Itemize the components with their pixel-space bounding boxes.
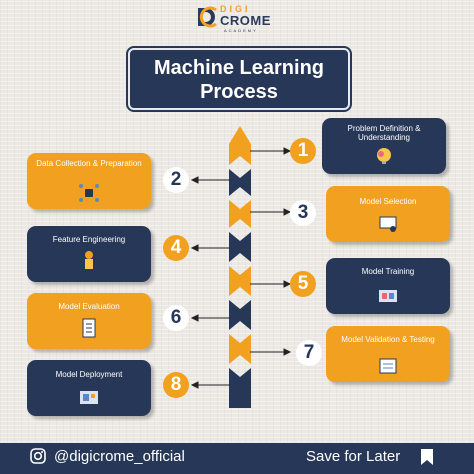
instagram-handle[interactable]: @digicrome_official (54, 448, 185, 465)
step-2-number: 2 (163, 167, 189, 193)
page-title: Machine Learning Process (128, 48, 350, 110)
step-4-card: Feature Engineering (27, 226, 151, 282)
checklist-icon (82, 318, 96, 338)
step-6-card: Model Evaluation (27, 293, 151, 349)
step-4-label: Feature Engineering (52, 235, 126, 244)
save-for-later-text[interactable]: Save for Later (306, 448, 401, 465)
bookmark-icon[interactable] (420, 448, 434, 466)
step-3-label: Model Selection (359, 197, 417, 206)
training-monitor-icon (379, 290, 397, 302)
logo-mark-icon (198, 6, 217, 28)
step-8-label: Model Deployment (55, 370, 123, 379)
step-1-card: Problem Definition & Understanding (322, 118, 446, 174)
deployment-icon (80, 391, 98, 404)
step-7-card: Model Validation & Testing (326, 326, 450, 382)
logo-top-text: DIGI (220, 4, 251, 14)
step-1-number: 1 (290, 138, 316, 164)
step-7-number: 7 (296, 340, 322, 366)
step-8-card: Model Deployment (27, 360, 151, 416)
step-4-number: 4 (163, 235, 189, 261)
logo-sub-text: ACADEMY (224, 28, 258, 33)
engineer-icon (85, 251, 93, 269)
step-3-number: 3 (290, 200, 316, 226)
step-3-card: Model Selection (326, 186, 450, 242)
step-5-number: 5 (290, 271, 316, 297)
step-5-label: Model Training (361, 267, 415, 276)
footer-bar (0, 443, 474, 474)
step-1-label: Problem Definition & Understanding (347, 124, 421, 142)
instagram-icon[interactable] (30, 448, 46, 464)
step-6-number: 6 (163, 305, 189, 331)
step-6-label: Model Evaluation (58, 302, 120, 311)
title-line-2: Process (200, 81, 278, 103)
spine-arrow-head (229, 126, 251, 144)
presentation-board-icon (379, 216, 397, 232)
lightbulb-head-icon (377, 148, 391, 164)
step-2-card: Data Collection & Preparation (27, 153, 151, 209)
step-7-label: Model Validation & Testing (341, 335, 435, 344)
title-line-1: Machine Learning (153, 57, 325, 79)
logo-main-text: CROME (220, 13, 271, 28)
step-5-card: Model Training (326, 258, 450, 314)
step-8-number: 8 (163, 372, 189, 398)
connector-arrows (190, 147, 292, 389)
digicrome-logo: DIGI CROME ACADEMY (196, 4, 280, 34)
spine-chevrons (229, 144, 251, 408)
data-network-icon (79, 184, 99, 202)
step-2-label: Data Collection & Preparation (36, 159, 142, 168)
testing-screen-icon (379, 358, 397, 374)
